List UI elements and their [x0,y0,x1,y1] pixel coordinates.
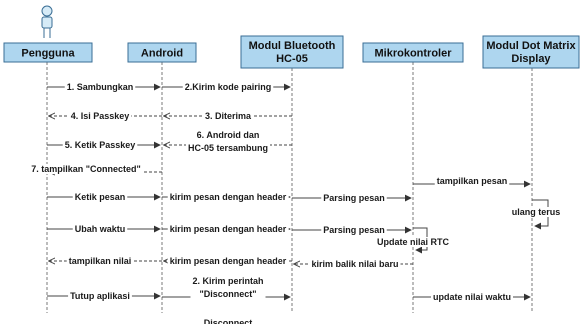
message-21-label: 2. Kirim perintah"Disconnect" [192,276,263,299]
message-7: 7. tampilkan "Connected" [29,164,162,174]
message-16-label-bg [374,237,452,247]
message-15-label-bg [321,225,387,235]
message-23-label: Disconnect [204,318,253,324]
person-icon [41,5,53,38]
message-21-label-bg [190,276,266,299]
message-16: Update nilai RTC [374,227,452,254]
message-13-label-bg [72,224,128,234]
participant-mikrokontroler-label: Mikrokontroler [374,48,452,60]
message-1-label-bg [64,82,136,92]
message-3: 3. Diterima [164,111,292,121]
participant-pengguna: Pengguna [3,42,93,63]
participant-pengguna-label: Pengguna [21,48,75,60]
message-22-label-bg [430,292,514,302]
message-10-label: Parsing pesan [323,193,385,203]
message-3-label-bg [202,111,254,121]
message-11-label-bg [434,176,510,186]
message-23: Disconnect [201,318,255,324]
message-14-label-bg [167,224,289,234]
message-13-label: Ubah waktu [75,224,126,234]
message-19-label: tampilkan nilai [69,256,132,266]
participant-mikrokontroler: Mikrokontroler [362,42,464,63]
message-17-label-bg [309,259,401,269]
participant-android-label: Android [141,48,183,60]
message-1-label: 1. Sambungkan [67,82,134,92]
message-8-label: Ketik pesan [75,192,126,202]
message-21: 2. Kirim perintah"Disconnect" [162,276,291,301]
message-12-label-bg [509,207,563,217]
message-6-label-bg [185,130,271,153]
message-10-label-bg [321,193,387,203]
message-9-label: kirim pesan dengan header [170,192,287,202]
message-17: kirim balik nilai baru [294,259,413,269]
message-10: Parsing pesan [292,193,412,203]
message-18: kirim pesan dengan header [164,256,292,266]
message-20-label-bg [68,291,132,301]
message-5-label: 5. Ketik Passkey [65,140,136,150]
message-5: 5. Ketik Passkey [47,140,161,150]
message-20: Tutup aplikasi [47,291,161,301]
message-7-label-bg [29,164,143,174]
message-22: update nilai waktu [413,292,531,302]
message-4: 4. Isi Passkey [49,111,162,121]
message-4-label: 4. Isi Passkey [71,111,130,121]
message-5-label-bg [62,140,138,150]
message-13: Ubah waktu [47,224,161,234]
message-8: Ketik pesan [47,192,161,202]
message-12-label: ulang terus [512,207,561,217]
message-17-label: kirim balik nilai baru [311,259,398,269]
message-8-label-bg [72,192,128,202]
message-18-label-bg [167,256,289,266]
message-22-label: update nilai waktu [433,292,511,302]
message-19: tampilkan nilai [49,256,162,266]
message-1: 1. Sambungkan [47,82,161,92]
message-20-label: Tutup aplikasi [70,291,130,301]
message-14-label: kirim pesan dengan header [170,224,287,234]
message-9: kirim pesan dengan header [162,192,291,202]
message-7-label: 7. tampilkan "Connected" [31,164,141,174]
message-2: 2.Kirim kode pairing [162,82,291,92]
message-2-label-bg [182,82,274,92]
message-15: Parsing pesan [292,225,412,235]
message-14: kirim pesan dengan header [162,224,291,234]
message-2-label: 2.Kirim kode pairing [185,82,272,92]
message-16-label: Update nilai RTC [377,237,450,247]
message-11: tampilkan pesan [413,176,531,188]
message-19-label-bg [66,256,134,266]
message-23-label-bg [201,318,255,324]
messages-layer: 1. Sambungkan 2.Kirim kode pairing 3. Dite… [29,82,563,324]
message-3-label: 3. Diterima [205,111,252,121]
message-4-label-bg [68,111,132,121]
message-15-label: Parsing pesan [323,225,385,235]
participant-android: Android [127,42,197,63]
message-12: ulang terus [509,199,563,230]
message-9-label-bg [167,192,289,202]
message-18-label: kirim pesan dengan header [170,256,287,266]
message-11-label: tampilkan pesan [437,176,508,186]
